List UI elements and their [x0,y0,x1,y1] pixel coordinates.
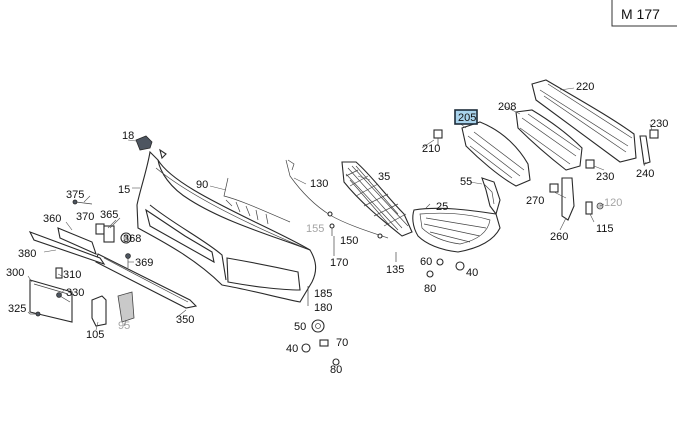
wire-harness[interactable] [223,177,291,225]
label-330[interactable]: 330 [66,287,84,299]
clip-370[interactable] [95,223,105,235]
label-300[interactable]: 300 [6,267,24,279]
bolt-155[interactable] [329,223,335,236]
label-35[interactable]: 35 [378,171,390,183]
label-80a[interactable]: 80 [330,364,342,376]
screw-375[interactable] [72,199,93,205]
label-40b[interactable]: 40 [466,267,478,279]
label-80b[interactable]: 80 [424,283,436,295]
bracket-260[interactable] [561,177,575,221]
label-25[interactable]: 25 [436,201,448,213]
label-115[interactable]: 115 [596,223,614,235]
clip-115[interactable] [585,201,593,215]
duct-205[interactable] [461,121,531,187]
frame-220[interactable] [531,79,637,163]
bracket-95[interactable] [117,291,135,323]
label-180[interactable]: 180 [314,302,332,314]
label-365[interactable]: 365 [100,209,118,221]
label-40a[interactable]: 40 [286,343,298,355]
bolt-270[interactable] [549,183,559,193]
bolt-210[interactable] [433,129,443,146]
label-368[interactable]: 368 [123,233,141,245]
duct-208[interactable] [515,109,583,171]
nut-40b[interactable] [455,261,465,271]
clip-310[interactable] [55,267,63,279]
label-135[interactable]: 135 [386,264,404,276]
label-18[interactable]: 18 [122,130,134,142]
label-185[interactable]: 185 [314,288,332,300]
nut-70[interactable] [319,339,329,347]
label-155[interactable]: 155 [306,223,324,235]
label-95[interactable]: 95 [118,320,130,332]
washer-368[interactable] [120,232,132,244]
label-210[interactable]: 210 [422,143,440,155]
label-375[interactable]: 375 [66,189,84,201]
label-230a[interactable]: 230 [596,171,614,183]
bolt-230b[interactable] [649,129,659,139]
trim-strip-left[interactable] [28,230,106,266]
sensor-18[interactable] [135,135,153,151]
label-310[interactable]: 310 [63,269,81,281]
label-260[interactable]: 260 [550,231,568,243]
nut-60[interactable] [436,258,444,266]
label-90[interactable]: 90 [196,179,208,191]
part-labels: 18 15 90 130 35 375 360 370 365 368 380 … [6,81,668,376]
label-230b[interactable]: 230 [650,118,668,130]
label-70[interactable]: 70 [336,337,348,349]
license-plate[interactable] [29,279,73,323]
nut-40a[interactable] [301,343,311,353]
highlight-205[interactable]: 205 [454,109,478,125]
label-60[interactable]: 60 [420,256,432,268]
label-220[interactable]: 220 [576,81,594,93]
label-105[interactable]: 105 [86,329,104,341]
nut-80b[interactable] [426,270,434,278]
upper-grille[interactable] [341,161,413,237]
label-205[interactable]: 205 [458,112,476,124]
lower-grille[interactable] [412,207,501,253]
label-325[interactable]: 325 [8,303,26,315]
label-369[interactable]: 369 [135,257,153,269]
nut-80a[interactable] [332,358,340,366]
screw-330[interactable] [56,292,71,303]
strut-240[interactable] [639,135,651,165]
leader-lines [27,87,653,331]
catalog-code: M 177 [621,6,660,22]
bracket-55[interactable] [481,177,501,216]
label-150[interactable]: 150 [340,235,358,247]
label-360[interactable]: 360 [43,213,61,225]
label-130[interactable]: 130 [310,178,328,190]
catalog-code-box: M 177 [611,0,677,27]
bracket-360[interactable] [57,227,97,256]
bracket-105[interactable] [91,295,107,327]
label-370[interactable]: 370 [76,211,94,223]
label-208[interactable]: 208 [498,101,516,113]
label-50[interactable]: 50 [294,321,306,333]
clip-365[interactable] [103,225,115,243]
label-270[interactable]: 270 [526,195,544,207]
label-240[interactable]: 240 [636,168,654,180]
label-120[interactable]: 120 [604,197,622,209]
bumper-cover[interactable] [136,148,317,303]
wire-harness-130[interactable] [285,159,389,239]
label-15[interactable]: 15 [118,184,130,196]
washer-50[interactable] [311,319,325,333]
label-55[interactable]: 55 [460,176,472,188]
label-350[interactable]: 350 [176,314,194,326]
screw-325[interactable] [30,311,41,317]
screw-369[interactable] [125,253,131,268]
bolt-230a[interactable] [585,159,595,169]
label-380[interactable]: 380 [18,248,36,260]
label-170[interactable]: 170 [330,257,348,269]
